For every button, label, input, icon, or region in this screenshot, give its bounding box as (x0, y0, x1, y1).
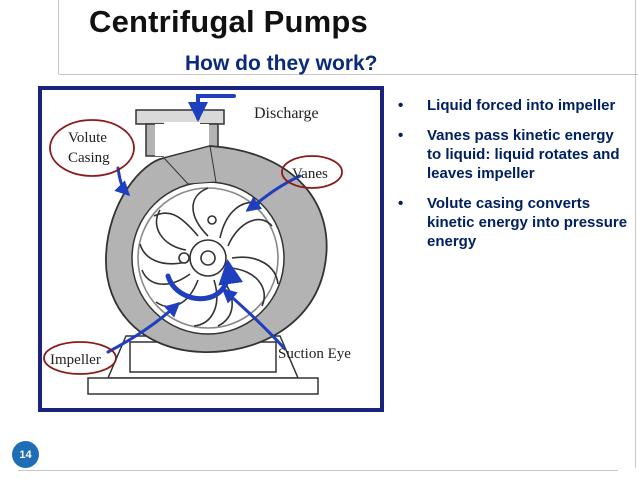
pump-base (87, 335, 319, 395)
bullet-item: • Liquid forced into impeller (392, 96, 632, 115)
suction-eye-label: Suction Eye (278, 346, 351, 362)
slide-title: Centrifugal Pumps (89, 4, 368, 39)
bullet-item: • Volute casing converts kinetic energy i… (392, 194, 632, 251)
slide-subtitle: How do they work? (185, 52, 378, 75)
bullet-text: Volute casing converts kinetic energy in… (427, 195, 628, 250)
impeller-label: Impeller (50, 352, 101, 368)
impeller-label-ring (43, 341, 117, 375)
flow-arrows (106, 94, 302, 354)
discharge-label: Discharge (254, 105, 319, 122)
vanes-label-ring (281, 155, 343, 189)
bullet-dot: • (398, 195, 404, 212)
bullet-dot: • (398, 127, 404, 144)
slide-frame-right (633, 0, 636, 468)
bullet-text: Liquid forced into impeller (427, 97, 616, 114)
bullet-dot: • (398, 97, 404, 114)
volute-label-1: Volute (68, 130, 107, 146)
impeller-vanes (137, 187, 279, 329)
bullet-list: • Liquid forced into impeller • Vanes pass… (392, 96, 632, 262)
page-number-badge: 14 (12, 441, 39, 468)
pump-diagram: Discharge Volute Casing Vanes Impeller S… (38, 86, 384, 412)
slide-frame-top (58, 0, 638, 75)
bullet-text: Vanes pass kinetic energy to liquid: liq… (427, 127, 620, 182)
volute-label-2: Casing (68, 150, 110, 166)
slide-frame-bottom (18, 470, 618, 472)
volute-label-ring (49, 119, 135, 177)
bullet-item: • Vanes pass kinetic energy to liquid: li… (392, 126, 632, 183)
vanes-label: Vanes (292, 166, 328, 182)
